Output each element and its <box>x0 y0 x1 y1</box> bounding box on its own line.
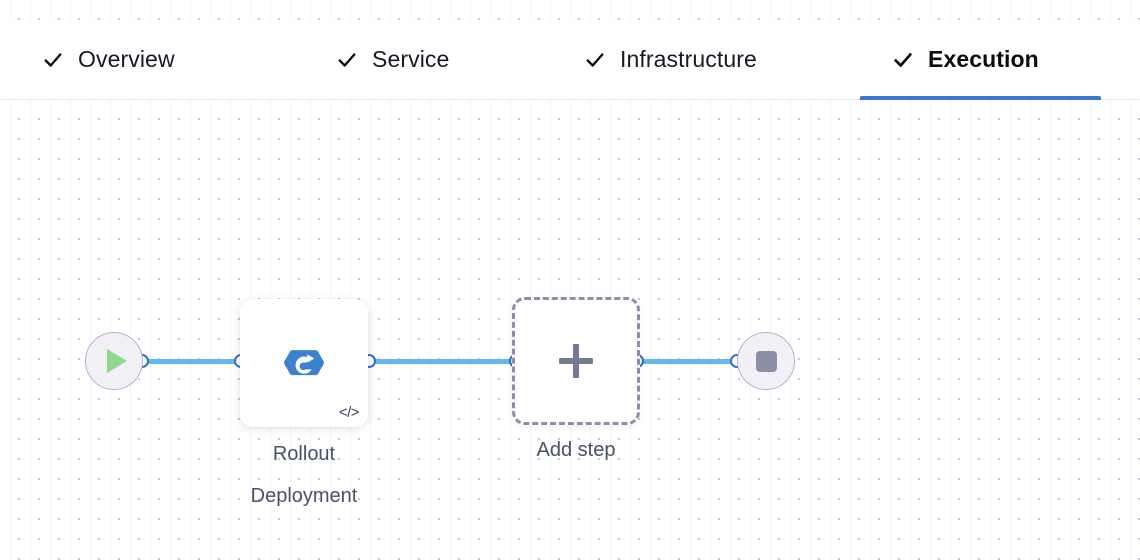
end-node[interactable] <box>737 332 795 390</box>
start-node-circle[interactable] <box>85 332 143 390</box>
connector-start-to-step <box>143 359 243 364</box>
add-step-card[interactable] <box>512 297 640 425</box>
harness-rollout-icon <box>280 339 328 387</box>
tab-infrastructure-label: Infrastructure <box>620 46 757 72</box>
tab-service[interactable]: Service <box>332 20 453 99</box>
active-tab-indicator <box>860 96 1101 100</box>
tab-overview[interactable]: Overview <box>38 20 179 99</box>
plus-icon <box>559 344 593 378</box>
stop-icon <box>755 350 777 372</box>
tab-execution-label: Execution <box>928 46 1039 72</box>
check-icon <box>42 49 64 71</box>
tab-overview-label: Overview <box>78 46 175 72</box>
start-node[interactable] <box>85 332 143 390</box>
play-icon <box>106 349 127 373</box>
step-card[interactable]: </> <box>240 299 368 427</box>
execution-canvas[interactable]: </> Rollout Deployment Add step <box>0 100 1140 560</box>
connector-add-to-end <box>638 359 738 364</box>
check-icon <box>336 49 358 71</box>
end-node-circle[interactable] <box>737 332 795 390</box>
pipeline-stage-tabs: Overview Service Infrastructure Executio… <box>0 20 1140 100</box>
check-icon <box>584 49 606 71</box>
connector-step-to-add <box>369 359 517 364</box>
rollout-deployment-label: Rollout Deployment <box>250 443 358 507</box>
tab-service-label: Service <box>372 46 450 72</box>
code-icon[interactable]: </> <box>338 404 360 421</box>
add-step-label: Add step <box>536 439 616 461</box>
tab-infrastructure[interactable]: Infrastructure <box>580 20 761 99</box>
add-step-node[interactable]: Add step <box>512 297 640 461</box>
tab-execution[interactable]: Execution <box>888 20 1043 99</box>
check-icon <box>892 49 914 71</box>
rollout-deployment-step[interactable]: </> Rollout Deployment <box>240 299 368 507</box>
